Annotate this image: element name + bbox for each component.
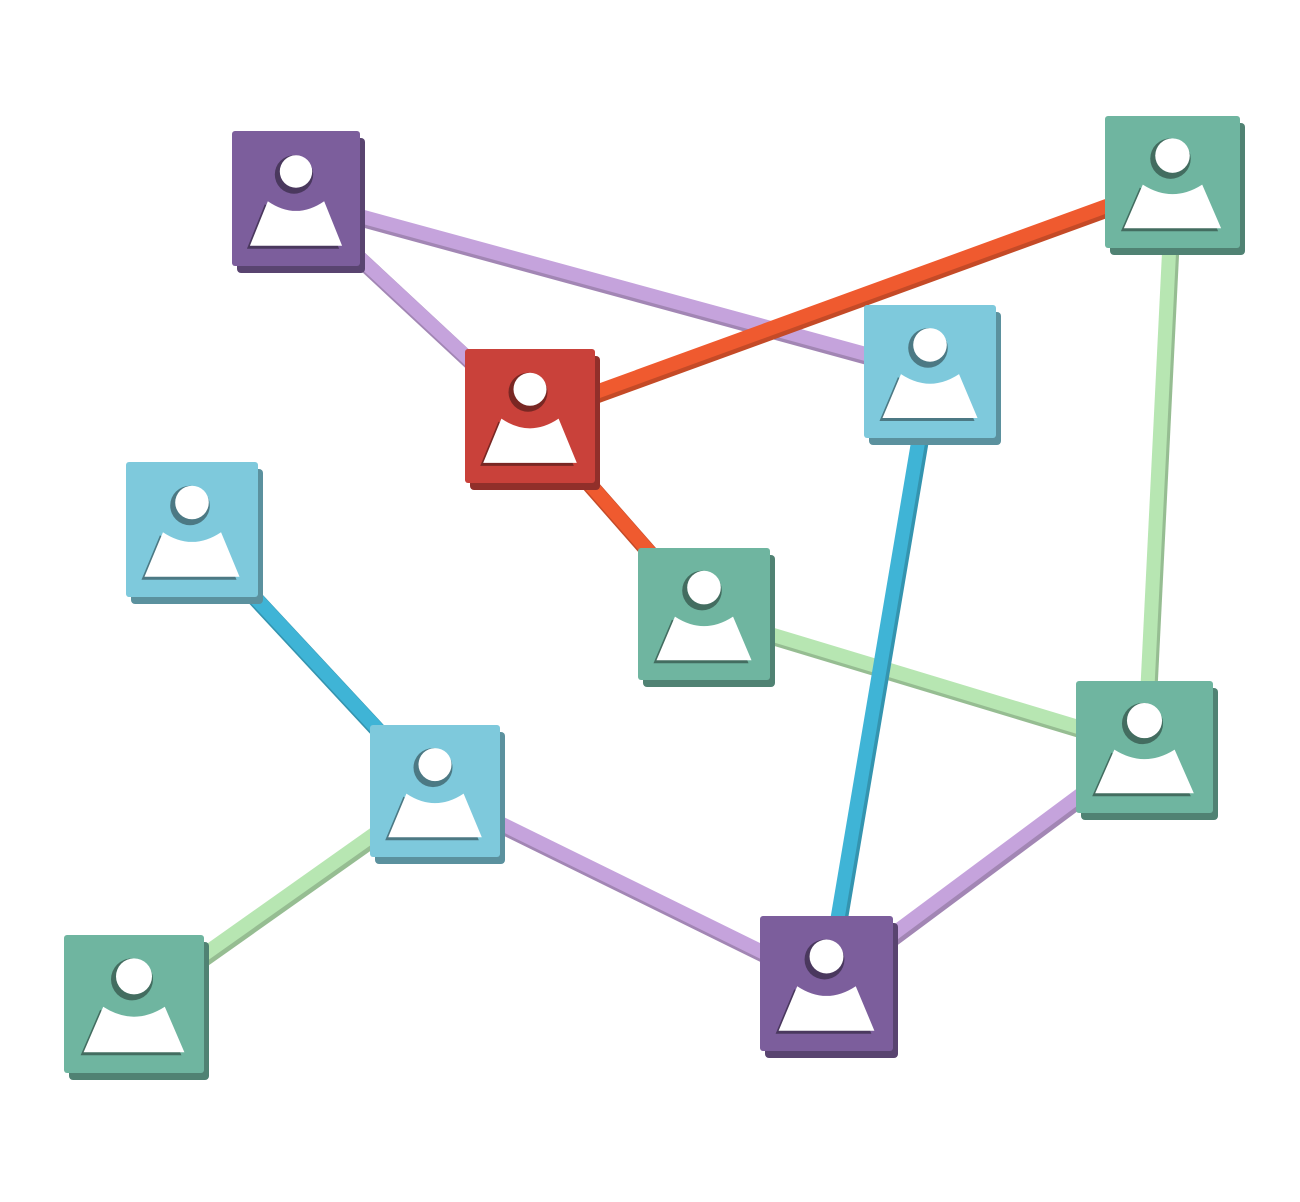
head-hole: [1126, 703, 1163, 739]
head-hole: [809, 939, 844, 974]
person-node-n1: [232, 131, 365, 273]
link-n1-n4: [294, 191, 932, 379]
person-node-n5: [126, 462, 263, 604]
person-node-n4: [864, 305, 1001, 445]
person-icon: [1120, 138, 1222, 232]
link-n6-n7: [701, 607, 1147, 754]
person-icon: [480, 372, 577, 466]
head-hole: [687, 570, 721, 605]
head-hole: [175, 485, 209, 520]
link-n4-n10: [819, 370, 937, 985]
person-icon: [385, 748, 482, 841]
body-hole: [249, 201, 343, 246]
body-hole: [1095, 749, 1194, 794]
head-hole: [913, 328, 947, 362]
body-hole: [1123, 184, 1222, 229]
head-hole: [116, 958, 152, 995]
person-icon: [653, 570, 752, 664]
person-node-n2: [1105, 116, 1245, 255]
body-hole: [83, 1006, 185, 1053]
person-icon: [1092, 703, 1194, 797]
body-hole: [483, 418, 577, 463]
person-icon: [80, 958, 185, 1056]
body-hole: [388, 793, 482, 838]
person-icon: [879, 328, 978, 422]
person-icon: [141, 485, 240, 580]
person-node-n9: [64, 935, 209, 1080]
body-hole: [778, 986, 875, 1031]
head-hole: [279, 155, 313, 188]
person-node-n6: [638, 548, 775, 687]
body-hole: [656, 616, 752, 661]
person-node-n10: [760, 916, 898, 1058]
person-icon: [246, 155, 343, 249]
body-hole: [144, 532, 240, 577]
person-node-n8: [370, 725, 505, 864]
person-icon: [775, 939, 875, 1034]
head-hole: [513, 372, 547, 406]
head-hole: [1155, 138, 1190, 173]
body-hole: [882, 374, 978, 419]
link-n2-n7: [1137, 181, 1180, 748]
link-n3-n2: [527, 175, 1175, 423]
nodes-layer: [64, 116, 1245, 1080]
person-node-n7: [1076, 681, 1218, 820]
person-node-n3: [465, 349, 600, 490]
head-hole: [418, 748, 452, 782]
